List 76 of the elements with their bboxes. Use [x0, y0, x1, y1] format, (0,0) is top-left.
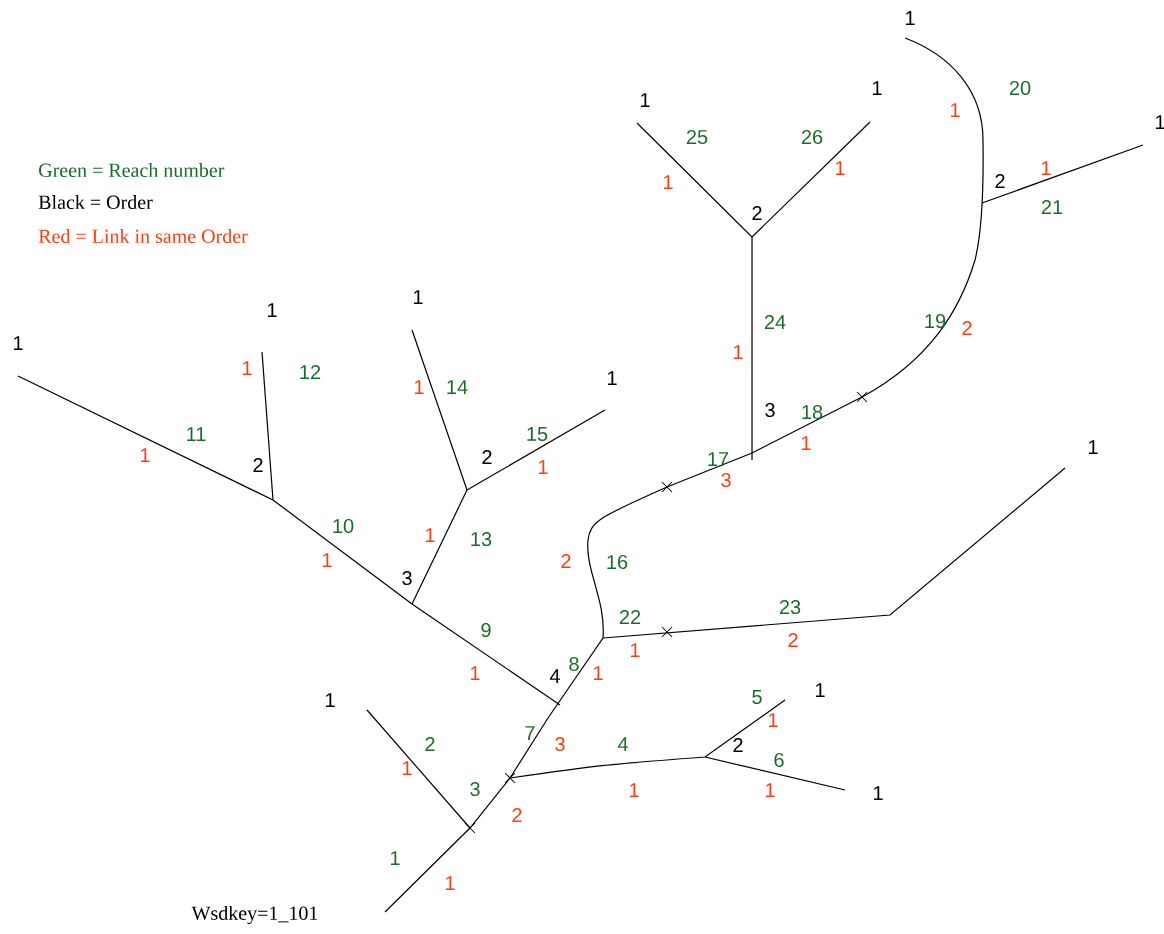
- order-number: 3: [765, 402, 775, 418]
- reach-number: 19: [925, 313, 946, 329]
- reach-number: 3: [470, 781, 480, 797]
- link-number: 1: [1041, 161, 1051, 175]
- reach-number: 16: [607, 554, 628, 570]
- link-number: 1: [663, 175, 673, 189]
- order-number: 3: [402, 570, 412, 586]
- link-number: 3: [555, 736, 565, 752]
- order-number: 2: [752, 206, 762, 220]
- order-number: 1: [607, 371, 617, 385]
- reach-number: 18: [802, 404, 823, 420]
- reach-number: 13: [471, 531, 492, 547]
- link-number: 1: [402, 761, 412, 775]
- link-number: 1: [733, 345, 743, 359]
- reach-number: 22: [619, 610, 641, 624]
- reach-number: 14: [447, 380, 468, 394]
- reach-number: 20: [1009, 80, 1031, 96]
- order-number: 1: [413, 290, 423, 304]
- order-number: 1: [873, 786, 883, 800]
- link-number: 3: [721, 472, 731, 488]
- link-number: 1: [950, 103, 960, 117]
- key-label: Wsdkey=1_101: [191, 905, 318, 925]
- reach-number: 5: [752, 690, 762, 704]
- reach-number: 25: [686, 129, 708, 145]
- link-number: 1: [425, 528, 435, 542]
- reach-number: 21: [1041, 200, 1063, 214]
- reach-number: 12: [300, 365, 321, 379]
- order-number: 1: [325, 693, 335, 707]
- reach-number: 11: [187, 427, 206, 441]
- order-number: 4: [549, 669, 560, 683]
- link-number: 1: [445, 876, 455, 890]
- order-number: 1: [267, 303, 277, 317]
- link-number: 1: [593, 666, 603, 680]
- reach-number: 24: [764, 315, 786, 329]
- link-number: 1: [630, 643, 640, 657]
- order-number: 2: [253, 458, 263, 472]
- order-number: 1: [815, 683, 825, 697]
- order-number: 1: [872, 81, 882, 95]
- link-number: 2: [512, 808, 522, 822]
- order-number: 1: [905, 11, 915, 25]
- reach-number: 8: [569, 656, 579, 672]
- order-number: 2: [995, 174, 1005, 188]
- link-number: 1: [414, 380, 424, 394]
- link-number: 2: [962, 321, 972, 335]
- link-number: 1: [801, 436, 811, 450]
- link-number: 1: [765, 783, 775, 797]
- legend-text: Red = Link in same Order: [38, 228, 248, 244]
- reach-number: 17: [708, 452, 729, 466]
- reach-number: 7: [525, 726, 535, 740]
- link-number: 1: [629, 783, 639, 797]
- reach-number: 6: [774, 752, 784, 768]
- reach-number: 26: [801, 129, 823, 145]
- reach-number: 1: [390, 851, 400, 865]
- link-number: 1: [140, 448, 150, 462]
- order-number: 2: [733, 738, 743, 752]
- reach-number: 4: [617, 737, 628, 751]
- link-number: 1: [538, 460, 548, 474]
- order-number: 1: [1088, 440, 1098, 454]
- reach-number: 15: [527, 427, 548, 441]
- order-number: 1: [640, 93, 650, 107]
- legend-text: Green = Reach number: [39, 162, 225, 178]
- link-number: 1: [835, 161, 845, 175]
- reach-number: 10: [333, 518, 354, 534]
- reach-number: 9: [481, 622, 491, 638]
- order-number: 1: [1156, 115, 1164, 129]
- legend-text: Black = Order: [38, 194, 153, 210]
- reach-number: 2: [425, 737, 435, 751]
- link-number: 2: [788, 633, 798, 647]
- link-number: 1: [768, 713, 778, 727]
- link-number: 1: [470, 666, 480, 680]
- link-number: 1: [322, 553, 332, 567]
- order-number: 1: [13, 336, 23, 350]
- link-number: 2: [561, 554, 571, 568]
- link-number: 1: [242, 361, 252, 375]
- reach-number: 23: [779, 599, 801, 615]
- order-number: 2: [482, 450, 492, 464]
